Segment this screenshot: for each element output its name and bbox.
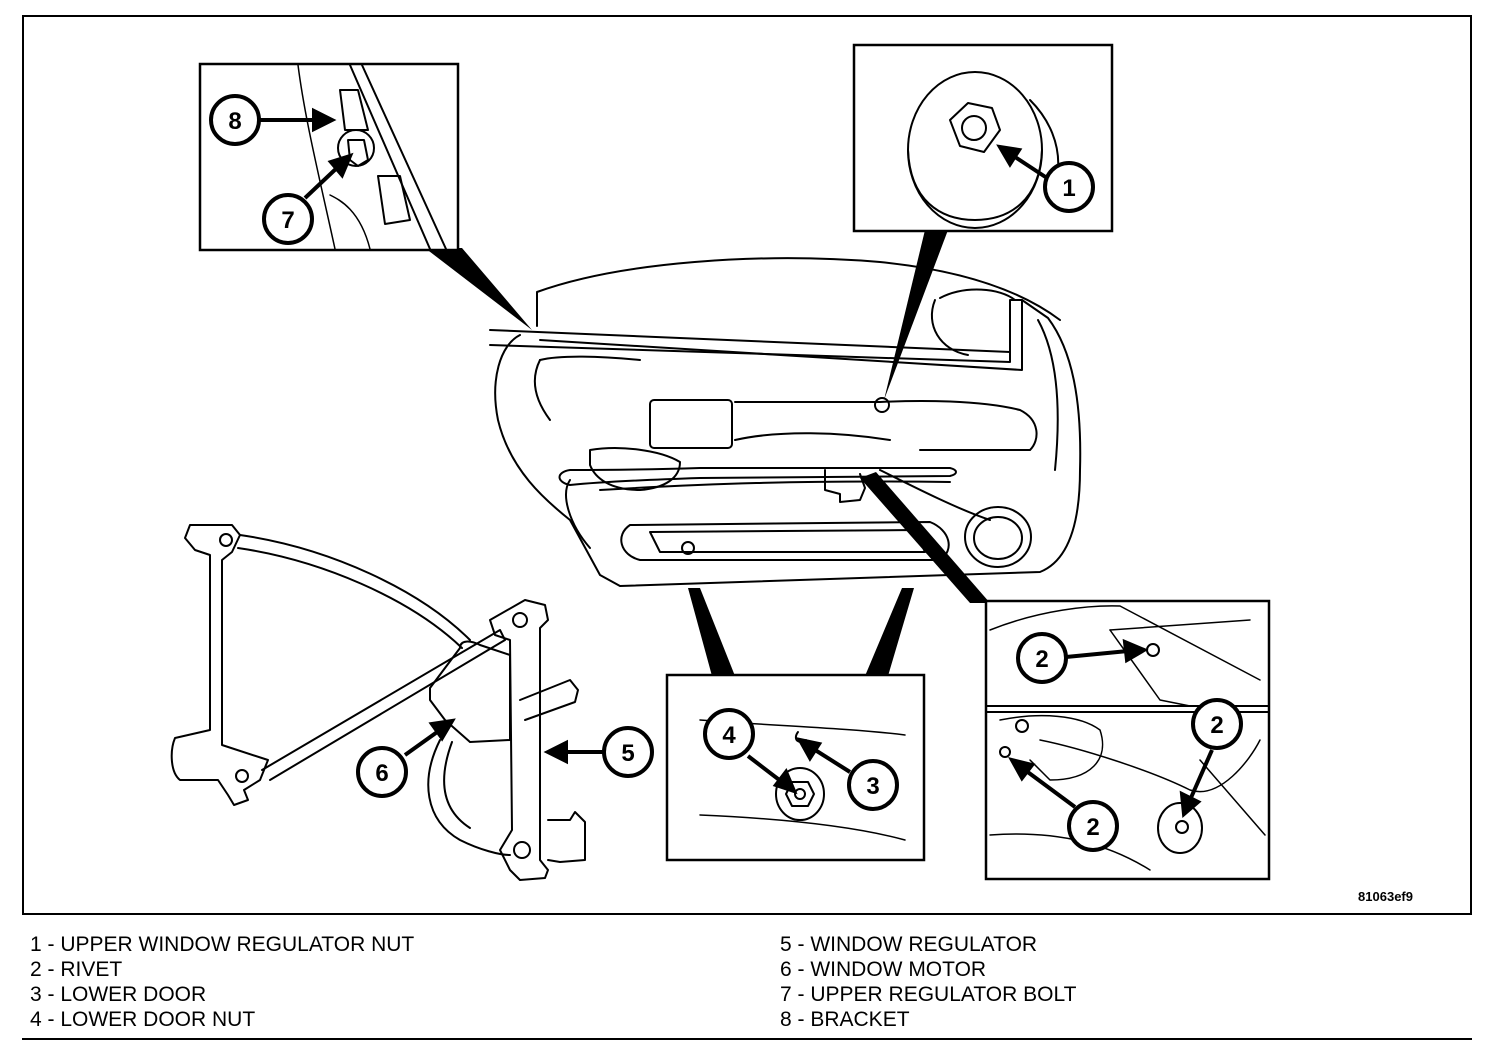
callout-2-right-label: 2	[1210, 712, 1223, 739]
callout-arrows	[258, 107, 1214, 819]
callout-8: 8	[209, 94, 261, 146]
callout-5: 5	[602, 726, 654, 778]
legend-item-6: 6 - WINDOW MOTOR	[780, 958, 987, 981]
callout-3: 3	[847, 759, 899, 811]
callout-5-label: 5	[621, 740, 634, 767]
callout-1-label: 1	[1062, 175, 1075, 202]
legend-item-1: 1 - UPPER WINDOW REGULATOR NUT	[30, 933, 415, 956]
callout-7: 7	[262, 193, 314, 245]
figure-id: 81063ef9	[1358, 889, 1413, 904]
detail-bracket	[198, 62, 460, 252]
callout-2-top: 2	[1016, 632, 1068, 684]
door-regulator-diagram: 1 2 2 2 3 4 5 6 7 8 81063ef9	[170, 43, 1413, 904]
callout-1: 1	[1043, 161, 1095, 213]
diagram-frame	[22, 15, 1472, 915]
callout-6-label: 6	[375, 760, 388, 787]
callout-8-label: 8	[228, 108, 241, 135]
window-regulator	[170, 524, 586, 881]
callout-4-label: 4	[722, 722, 736, 749]
pointer-wedge-rivet	[860, 472, 990, 603]
callout-7-label: 7	[281, 207, 294, 234]
legend-item-5: 5 - WINDOW REGULATOR	[780, 933, 1038, 956]
callout-2-top-label: 2	[1035, 646, 1048, 673]
pointer-wedge-bracket	[425, 248, 532, 330]
pointer-wedge-lower-right	[865, 588, 914, 676]
pointer-wedge-nut-1	[884, 230, 948, 400]
legend-item-7: 7 - UPPER REGULATOR BOLT	[780, 983, 1077, 1006]
legend-item-2: 2 - RIVET	[30, 958, 123, 981]
callout-2-right: 2	[1191, 698, 1243, 750]
legend-item-3: 3 - LOWER DOOR	[30, 983, 207, 1006]
bottom-rule	[22, 1038, 1472, 1040]
legend-right-column: 5 - WINDOW REGULATOR 6 - WINDOW MOTOR 7 …	[780, 932, 1076, 1032]
callout-3-label: 3	[866, 773, 879, 800]
legend-item-4: 4 - LOWER DOOR NUT	[30, 1008, 256, 1031]
callout-2-bottom: 2	[1067, 800, 1119, 852]
legend-item-8: 8 - BRACKET	[780, 1008, 910, 1031]
callout-4: 4	[703, 708, 755, 760]
callout-6: 6	[356, 746, 408, 798]
pointer-wedge-lower-left	[688, 588, 735, 676]
callout-2-bottom-label: 2	[1086, 814, 1099, 841]
legend-left-column: 1 - UPPER WINDOW REGULATOR NUT 2 - RIVET…	[30, 932, 414, 1032]
door-panel	[489, 257, 1082, 587]
